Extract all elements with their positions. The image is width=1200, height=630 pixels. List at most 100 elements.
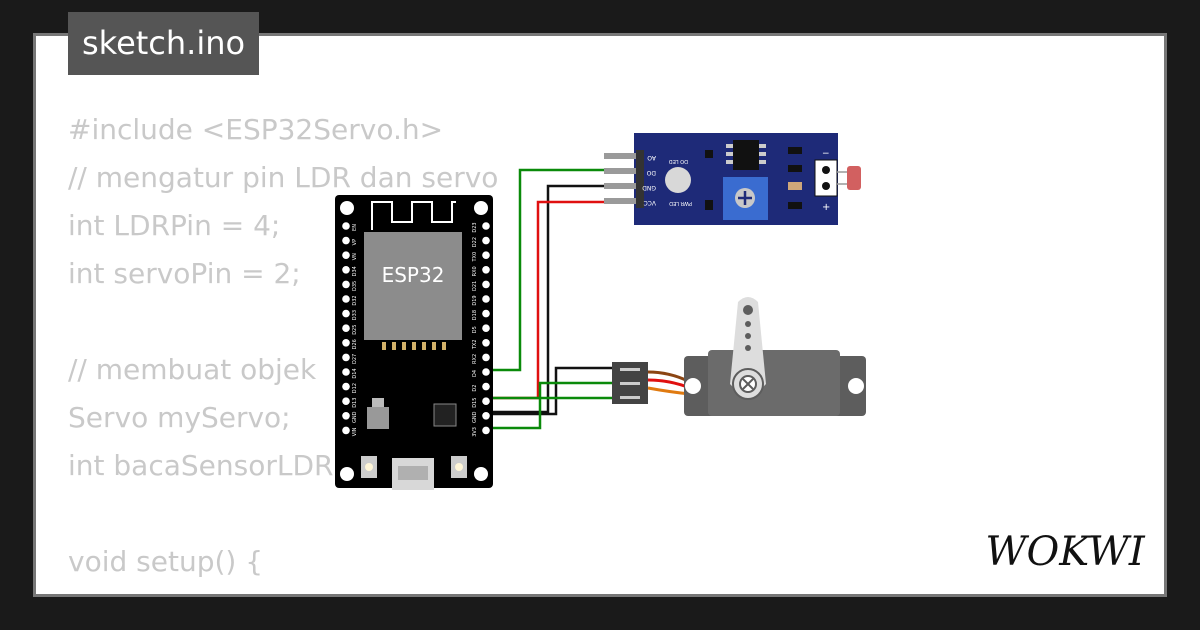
code-line: Servo myServo; <box>68 401 291 434</box>
file-title-tag: sketch.ino <box>68 12 260 75</box>
esp32-pin-label: D35 <box>352 281 358 291</box>
esp32-pin-label: D27 <box>352 354 358 364</box>
code-line: // ... <box>68 586 498 594</box>
esp32-pin-hole <box>342 368 350 376</box>
code-line: // membuat objek <box>68 353 317 386</box>
esp32-pin-hole <box>342 280 350 289</box>
wire-black-gnd <box>486 184 612 414</box>
ldr-potentiometer-knob <box>665 167 691 193</box>
esp32-pin-hole <box>482 368 490 376</box>
comparator-chip <box>733 140 759 170</box>
esp32-pin-hole <box>342 339 350 347</box>
esp32-pin-hole <box>342 309 350 318</box>
servo-motor <box>612 297 866 416</box>
esp32-pin-label: D18 <box>472 310 478 320</box>
ldr-terminal-block <box>814 159 838 197</box>
esp32-pin-label: VIN <box>352 427 358 436</box>
wires <box>486 168 614 430</box>
esp32-pin-hole <box>342 353 350 362</box>
esp32-pin-hole <box>342 295 350 303</box>
ldr-sensor-module: AO DO GND VCC DO LED PWR LED − + <box>604 133 861 225</box>
esp32-pin-hole <box>482 412 490 420</box>
esp32-pin-hole <box>482 309 490 318</box>
esp32-pin-hole <box>482 280 490 289</box>
esp32-pin-hole <box>342 426 350 435</box>
esp32-right-pin-header: D23D22TX0RX0D21D19D18D5TX2RX2D4D2D15GND3… <box>472 222 490 437</box>
esp32-pin-label: RX2 <box>472 354 478 364</box>
esp32-pin-label: TX0 <box>472 252 478 263</box>
esp32-pin-hole <box>342 266 350 274</box>
pwr-led-label: PWR LED <box>669 200 692 206</box>
esp32-pin-hole <box>482 426 490 435</box>
preview-card: #include <ESP32Servo.h> // mengatur pin L… <box>33 33 1167 597</box>
esp32-pin-label: D2 <box>472 385 478 392</box>
voltage-regulator <box>367 407 389 429</box>
ldr-pin-label: DO <box>646 169 656 176</box>
esp32-pin-hole <box>342 397 350 406</box>
esp32-pin-label: D19 <box>472 295 478 305</box>
esp32-pin-hole <box>482 382 490 391</box>
esp32-pin-label: D25 <box>352 325 358 335</box>
esp32-pin-label: D33 <box>352 310 358 320</box>
code-line: int bacaSensorLDR; <box>68 449 343 482</box>
esp32-pin-hole <box>482 324 490 333</box>
esp32-pin-hole <box>482 339 490 347</box>
terminal-minus-label: − <box>822 149 830 159</box>
esp32-pin-hole <box>482 251 490 259</box>
code-line: // mengatur pin LDR dan servo <box>68 161 499 194</box>
esp32-chip-label: ESP32 <box>382 263 445 287</box>
esp32-pin-hole <box>482 266 490 274</box>
do-led-label: DO LED <box>669 158 688 164</box>
esp32-pin-label: D14 <box>352 368 358 378</box>
code-line: #include <ESP32Servo.h> <box>68 113 444 146</box>
esp32-pin-hole <box>482 397 490 406</box>
esp32-pin-hole <box>482 295 490 303</box>
wokwi-logo: WOKWI <box>985 529 1145 575</box>
ldr-pin-label: AO <box>647 154 656 161</box>
esp32-pin-hole <box>342 236 350 245</box>
esp32-pin-label: D26 <box>352 339 358 349</box>
esp32-board: ESP32 ENVPVND34D35D32D33D25D26D27D14D12D… <box>335 195 493 490</box>
esp32-pin-label: VN <box>352 253 358 260</box>
code-line: void setup() { <box>68 545 264 578</box>
ldr-pin-label: GND <box>642 184 656 191</box>
esp32-pin-hole <box>342 324 350 333</box>
esp32-pin-label: EN <box>352 224 358 231</box>
esp32-pin-hole <box>482 236 490 245</box>
wire-green-servo-power <box>486 381 614 430</box>
esp32-pin-label: D4 <box>472 370 478 377</box>
esp32-pin-label: GND <box>352 411 358 423</box>
code-preview: #include <ESP32Servo.h> // mengatur pin L… <box>68 106 499 594</box>
usb-uart-chip <box>433 403 457 427</box>
esp32-pin-hole <box>482 222 490 230</box>
esp32-pin-hole <box>342 382 350 391</box>
code-line: int servoPin = 2; <box>68 257 301 290</box>
esp32-pin-hole <box>342 251 350 259</box>
esp32-pin-hole <box>342 412 350 420</box>
esp32-pin-label: D32 <box>352 295 358 305</box>
terminal-plus-label: + <box>822 202 830 213</box>
esp32-pin-label: D23 <box>472 222 478 232</box>
esp32-pin-hole <box>482 353 490 362</box>
wire-green-do <box>486 168 612 372</box>
esp32-pin-hole <box>342 222 350 230</box>
code-line: int LDRPin = 4; <box>68 209 281 242</box>
esp32-pin-label: 3V3 <box>472 427 478 437</box>
esp32-pin-label: D12 <box>352 383 358 393</box>
ldr-pin-label: VCC <box>644 199 656 206</box>
esp32-pin-label: D34 <box>352 266 358 276</box>
wokwi-logo-text: WOKWI <box>985 529 1145 575</box>
esp32-pin-label: D15 <box>472 398 478 408</box>
wire-black-servo <box>486 366 614 416</box>
esp32-pin-label: VP <box>352 239 358 245</box>
esp32-pin-label: D13 <box>352 398 358 408</box>
esp32-chip <box>364 232 462 340</box>
photoresistor <box>847 166 861 190</box>
esp32-pin-label: D5 <box>472 326 478 333</box>
esp32-pin-label: GND <box>472 411 478 423</box>
esp32-pin-label: RX0 <box>472 266 478 276</box>
esp32-pin-label: TX2 <box>472 339 478 350</box>
esp32-pin-label: D22 <box>472 237 478 247</box>
